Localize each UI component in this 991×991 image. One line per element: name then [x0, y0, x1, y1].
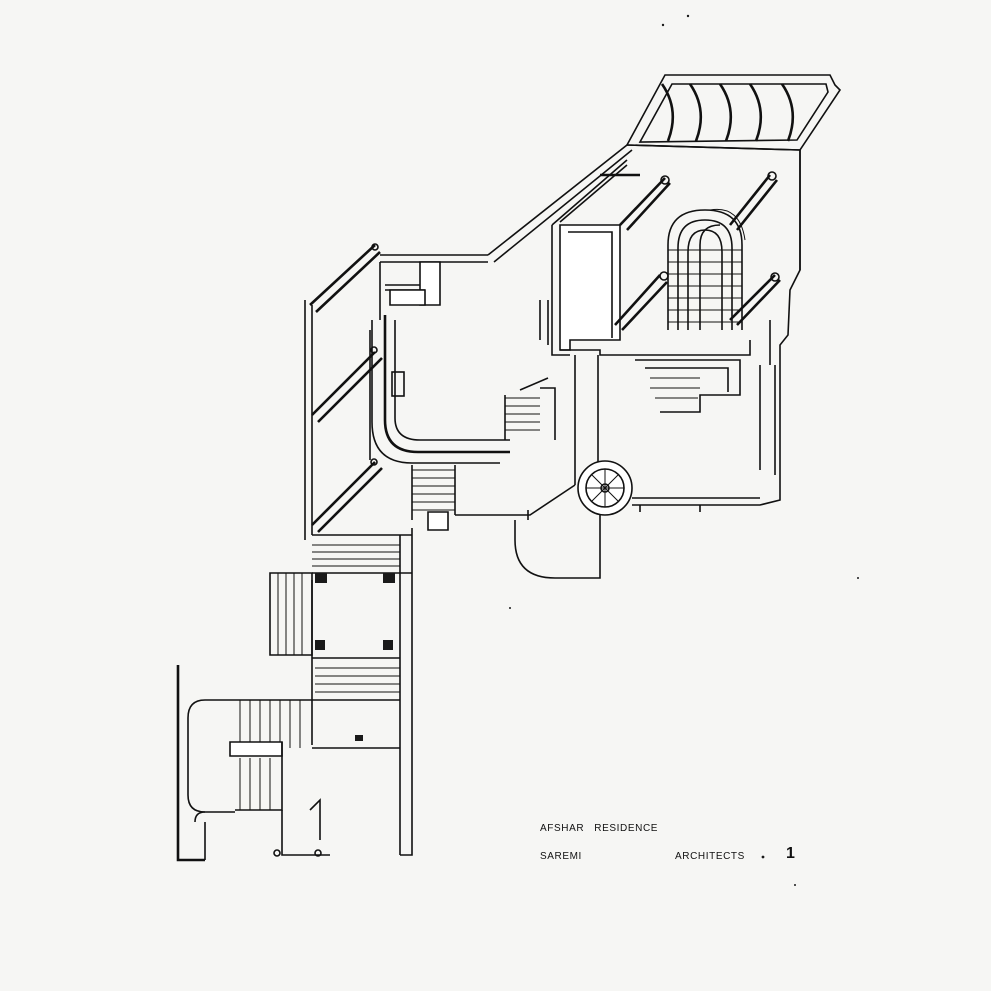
- scan-marks: [509, 14, 859, 886]
- middle-wing: [304, 243, 576, 540]
- lower-wing: [176, 528, 413, 862]
- upper-wing: [487, 74, 842, 579]
